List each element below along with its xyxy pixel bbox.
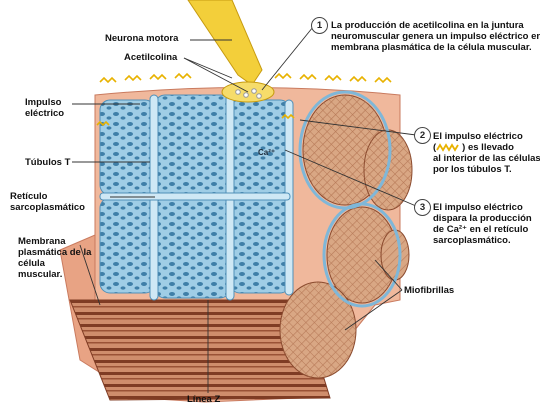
label-motor-neuron: Neurona motora xyxy=(105,33,178,44)
label-acetylcholine: Acetilcolina xyxy=(124,52,177,63)
step-2-text: El impulso eléctrico () es llevado al in… xyxy=(433,131,540,175)
label-t-tubules: Túbulos T xyxy=(25,157,70,168)
step-3-number: 3 xyxy=(414,199,431,216)
impulse-zigzag-icon xyxy=(436,143,462,152)
label-myofibrils: Miofibrillas xyxy=(404,285,454,296)
label-z-line: Línea Z xyxy=(187,394,220,405)
step-3-text: El impulso eléctrico dispara la producci… xyxy=(433,202,532,246)
motor-neuron xyxy=(188,0,274,102)
label-electric-impulse: Impulso eléctrico xyxy=(25,97,64,119)
label-plasma-membrane: Membrana plasmática de la célula muscula… xyxy=(18,236,91,280)
step-2-number: 2 xyxy=(414,127,431,144)
label-sarcoplasmic-reticulum: Retículo sarcoplasmático xyxy=(10,191,85,213)
calcium-ion-label: Ca²⁺ xyxy=(258,148,275,157)
step-1-text: La producción de acetilcolina en la junt… xyxy=(331,20,540,53)
step-1-number: 1 xyxy=(311,17,328,34)
